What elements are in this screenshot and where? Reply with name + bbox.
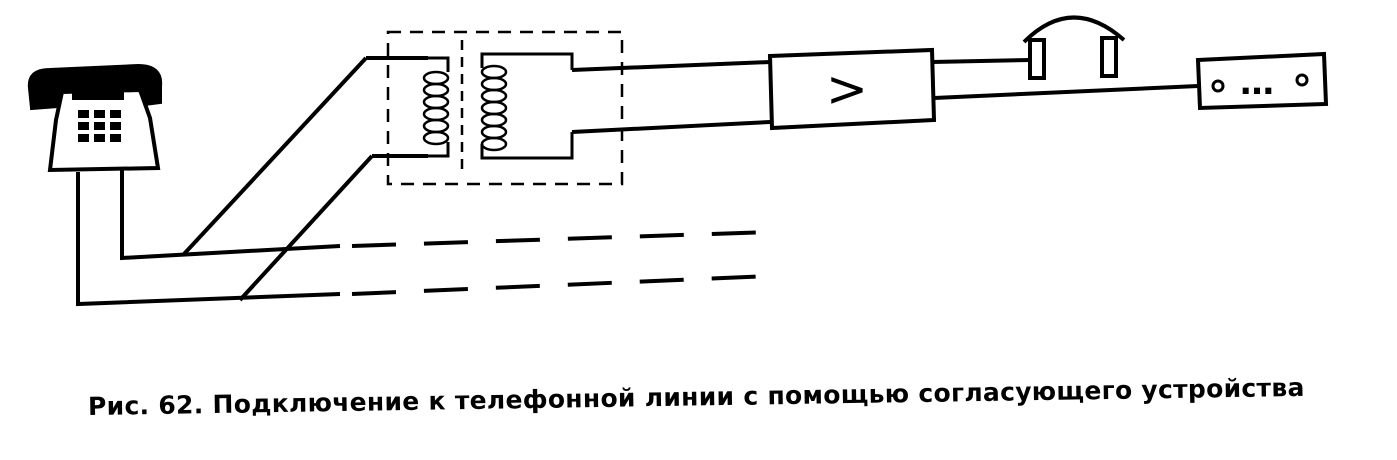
amplifier-symbol: > [826, 60, 868, 118]
phone-line-continuation [351, 230, 771, 296]
headphones-icon [1022, 15, 1126, 80]
amplifier-output-wires [931, 58, 1199, 100]
transformer-output-wires [571, 60, 771, 134]
transformer-icon [386, 30, 624, 186]
recorder-right-jack [1295, 73, 1309, 87]
telephone-icon [27, 63, 163, 173]
recorder-device: … [1195, 51, 1329, 111]
phone-line-wires [76, 56, 428, 307]
recorder-dots: … [1240, 63, 1274, 103]
recorder-left-jack [1211, 79, 1225, 93]
amplifier-block: > [767, 47, 937, 131]
